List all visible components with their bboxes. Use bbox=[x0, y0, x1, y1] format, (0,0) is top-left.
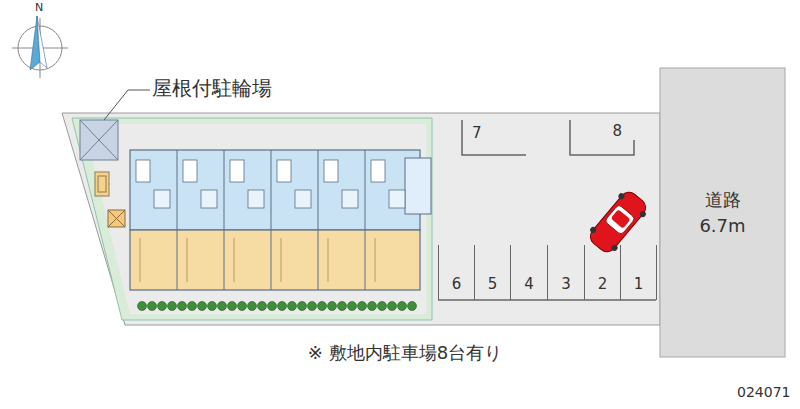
site-lot bbox=[62, 113, 660, 325]
parking-stall: 7 bbox=[462, 120, 526, 155]
shrub bbox=[278, 302, 287, 311]
bath-fixture bbox=[136, 160, 150, 182]
shrub bbox=[238, 302, 247, 311]
lot-inner bbox=[84, 124, 426, 314]
kitchen-fixture bbox=[201, 190, 217, 208]
garbage-box bbox=[108, 210, 125, 227]
shrub bbox=[408, 302, 417, 311]
north-mark: N bbox=[35, 1, 43, 14]
kitchen-fixture bbox=[342, 190, 358, 208]
shrub bbox=[208, 302, 217, 311]
shrub bbox=[298, 302, 307, 311]
bicycle-shelter bbox=[80, 120, 118, 160]
unit-wall bbox=[224, 150, 225, 290]
stall-number: 8 bbox=[612, 122, 622, 140]
bath-fixture bbox=[230, 160, 244, 182]
shrub bbox=[228, 302, 237, 311]
road bbox=[660, 68, 785, 357]
shrub bbox=[338, 302, 347, 311]
shrub bbox=[198, 302, 207, 311]
shrub bbox=[308, 302, 317, 311]
compass bbox=[12, 16, 68, 78]
shrub bbox=[328, 302, 337, 311]
bath-fixture bbox=[277, 160, 291, 182]
bath-fixture bbox=[371, 160, 385, 182]
stair-hall bbox=[405, 158, 431, 214]
property-code: 024071 bbox=[737, 384, 790, 401]
shrub bbox=[318, 302, 327, 311]
shrub bbox=[378, 302, 387, 311]
road-band: 道路 6.7m bbox=[660, 68, 785, 357]
parking-stall: 4 bbox=[510, 245, 548, 300]
utility-box bbox=[98, 176, 106, 192]
shrub bbox=[348, 302, 357, 311]
kitchen-fixture bbox=[295, 190, 311, 208]
shelter-cross bbox=[80, 120, 118, 160]
stall-number: 4 bbox=[524, 275, 534, 293]
room-line bbox=[140, 238, 141, 282]
shrub bbox=[178, 302, 187, 311]
kitchen-fixture bbox=[389, 190, 405, 208]
stall-number: 2 bbox=[598, 275, 608, 293]
room-line bbox=[281, 238, 282, 282]
shrub bbox=[158, 302, 167, 311]
parking-stall: 2 bbox=[584, 245, 621, 300]
shrub bbox=[188, 302, 197, 311]
unit-partitions bbox=[136, 150, 405, 290]
planting-area bbox=[72, 118, 432, 320]
utility-box bbox=[95, 172, 109, 196]
room-line bbox=[234, 238, 235, 282]
building-upper bbox=[130, 150, 420, 230]
shrub bbox=[168, 302, 177, 311]
road-label: 6.7m bbox=[699, 215, 745, 237]
shrub bbox=[218, 302, 227, 311]
parking-stall: 5 bbox=[474, 245, 511, 300]
parking-stall: 8 bbox=[570, 120, 634, 155]
unit-wall bbox=[318, 150, 319, 290]
note-text: ※ 敷地内駐車場8台有り bbox=[308, 342, 502, 364]
road-label: 道路 bbox=[705, 189, 741, 211]
shelter-cross bbox=[80, 120, 118, 160]
shrub bbox=[358, 302, 367, 311]
kitchen-fixture bbox=[248, 190, 264, 208]
stall-line bbox=[570, 120, 634, 155]
stall-line bbox=[462, 120, 526, 155]
shrub bbox=[398, 302, 407, 311]
leader-line bbox=[104, 90, 150, 120]
stall-number: 7 bbox=[472, 124, 482, 142]
bath-fixture bbox=[183, 160, 197, 182]
parking-stall: 6 bbox=[438, 245, 475, 300]
parking-stall: 1 bbox=[620, 245, 657, 300]
stall-number: 3 bbox=[561, 275, 571, 293]
shrub bbox=[288, 302, 297, 311]
building-lower bbox=[130, 230, 420, 290]
callout-label: 屋根付駐輪場 bbox=[152, 76, 272, 100]
room-line bbox=[328, 238, 329, 282]
unit-wall bbox=[271, 150, 272, 290]
stall-number: 5 bbox=[488, 275, 498, 293]
room-line bbox=[375, 238, 376, 282]
hedge-row bbox=[138, 302, 417, 311]
shrub bbox=[248, 302, 257, 311]
stall-number: 6 bbox=[452, 275, 462, 293]
bath-fixture bbox=[324, 160, 338, 182]
stall-number: 1 bbox=[634, 275, 644, 293]
room-line bbox=[187, 238, 188, 282]
shrub bbox=[148, 302, 157, 311]
shrub bbox=[388, 302, 397, 311]
garbage-cross bbox=[108, 210, 125, 227]
shrub bbox=[368, 302, 377, 311]
shrub bbox=[268, 302, 277, 311]
garbage-cross bbox=[108, 210, 125, 227]
parking-stall: 3 bbox=[547, 245, 585, 300]
shrub bbox=[138, 302, 147, 311]
shrub bbox=[258, 302, 267, 311]
car-icon bbox=[584, 187, 651, 258]
unit-wall bbox=[365, 150, 366, 290]
kitchen-fixture bbox=[154, 190, 170, 208]
unit-wall bbox=[177, 150, 178, 290]
